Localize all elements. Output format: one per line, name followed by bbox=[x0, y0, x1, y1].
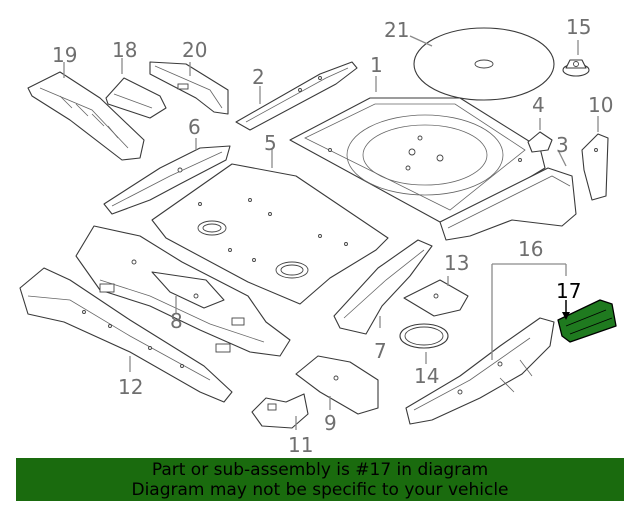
part-17-highlighted[interactable] bbox=[557, 299, 617, 343]
callout-4: 4 bbox=[532, 93, 545, 117]
part-8-floor-crossmember bbox=[75, 225, 291, 357]
callout-6: 6 bbox=[188, 115, 201, 139]
footer-line-1: Part or sub-assembly is #17 in diagram bbox=[151, 460, 489, 480]
callout-13: 13 bbox=[444, 251, 469, 275]
callout-9: 9 bbox=[324, 411, 337, 435]
footer-banner: Part or sub-assembly is #17 in diagram D… bbox=[16, 458, 624, 501]
part-14-seal-ring bbox=[399, 323, 449, 349]
callout-8: 8 bbox=[170, 309, 183, 333]
part-19-side-rail bbox=[27, 71, 145, 161]
part-1-rear-floor-pan bbox=[289, 97, 546, 223]
callout-3: 3 bbox=[556, 133, 569, 157]
callout-19: 19 bbox=[52, 43, 77, 67]
callout-7: 7 bbox=[374, 339, 387, 363]
callout-5: 5 bbox=[264, 131, 277, 155]
part-7-side-reinforcement bbox=[333, 239, 433, 335]
callout-1: 1 bbox=[370, 53, 383, 77]
part-16-side-member-assembly bbox=[405, 317, 555, 425]
callout-12: 12 bbox=[118, 375, 143, 399]
part-3-rear-crossmember bbox=[439, 167, 577, 241]
callout-21: 21 bbox=[384, 18, 409, 42]
part-11-small-bracket bbox=[251, 393, 309, 429]
callout-2: 2 bbox=[252, 65, 265, 89]
callout-18: 18 bbox=[112, 38, 137, 62]
part-13-plate bbox=[403, 279, 469, 317]
part-15-clip bbox=[562, 59, 590, 77]
part-5-floor-panel bbox=[151, 163, 389, 305]
callout-17: 17 bbox=[556, 279, 581, 303]
part-10-gusset bbox=[581, 133, 609, 201]
part-2-rail bbox=[235, 61, 358, 131]
callout-10: 10 bbox=[588, 93, 613, 117]
part-12-side-sill bbox=[19, 267, 233, 403]
part-4-bracket bbox=[527, 131, 553, 153]
part-20-bracket bbox=[149, 61, 229, 115]
footer-line-2: Diagram may not be specific to your vehi… bbox=[131, 480, 509, 500]
callout-15: 15 bbox=[566, 15, 591, 39]
part-6-crossmember bbox=[103, 145, 231, 215]
callout-14: 14 bbox=[414, 364, 439, 388]
callout-20: 20 bbox=[182, 38, 207, 62]
part-9-bracket-plate bbox=[295, 355, 379, 415]
part-18-bracket bbox=[105, 77, 167, 119]
callout-16: 16 bbox=[518, 237, 543, 261]
part-21-spare-tire-cover bbox=[413, 27, 555, 101]
callout-11: 11 bbox=[288, 433, 313, 457]
